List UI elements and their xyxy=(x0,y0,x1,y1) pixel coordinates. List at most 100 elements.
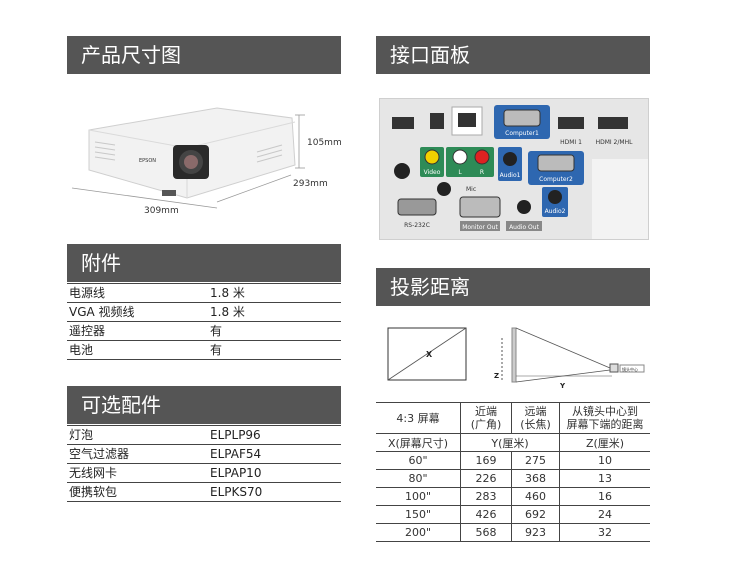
item-name: 空气过滤器 xyxy=(69,447,130,461)
item-name: 无线网卡 xyxy=(69,466,118,480)
label-hdmi1: HDMI 1 xyxy=(560,139,582,146)
label-video: Video xyxy=(424,169,441,176)
lan-port xyxy=(458,113,476,127)
col-ratio: 4:3 屏幕 xyxy=(376,402,461,434)
projector-illustration: EPSON xyxy=(71,107,305,209)
cell-near: 226 xyxy=(460,469,512,488)
hdmi2-port xyxy=(598,117,628,129)
label-hdmi2: HDMI 2/MHL xyxy=(596,139,634,146)
label-audio2: Audio2 xyxy=(545,208,566,215)
list-item: 电源线 1.8 米 xyxy=(67,284,341,303)
col-near: 近端 (广角) xyxy=(460,402,512,434)
cell-x: 200" xyxy=(376,523,461,542)
label-r: R xyxy=(480,169,484,176)
item-value: 有 xyxy=(210,343,223,357)
table-row: 150" 426 692 24 xyxy=(376,505,650,524)
table-units-row: X(屏幕尺寸) Y(厘米) Z(厘米) xyxy=(376,433,650,452)
item-value: 有 xyxy=(210,324,223,338)
item-name: 灯泡 xyxy=(69,428,94,442)
item-value: ELPLP96 xyxy=(210,428,261,442)
cell-z: 24 xyxy=(559,505,650,524)
cell-far: 275 xyxy=(511,451,560,470)
cell-z: 10 xyxy=(559,451,650,470)
label-audio1: Audio1 xyxy=(500,172,521,179)
cell-x: 80" xyxy=(376,469,461,488)
usb-a-port xyxy=(392,117,414,129)
throw-distance-header: 投影距离 xyxy=(376,268,650,306)
item-value: ELPKS70 xyxy=(210,485,263,499)
list-item: 便携软包 ELPKS70 xyxy=(67,483,341,502)
dimension-width: 309mm xyxy=(144,206,179,216)
computer1-port xyxy=(503,109,541,127)
label-mic: Mic xyxy=(466,186,476,193)
cell-x: 100" xyxy=(376,487,461,506)
cell-near: 169 xyxy=(460,451,512,470)
cell-x: 150" xyxy=(376,505,461,524)
cell-far: 692 xyxy=(511,505,560,524)
item-value: ELPAP10 xyxy=(210,466,262,480)
rs232c-port xyxy=(397,198,437,216)
list-item: 电池 有 xyxy=(67,341,341,360)
usb-b-port xyxy=(430,113,444,129)
item-name: VGA 视频线 xyxy=(69,305,135,319)
dimensions-header: 产品尺寸图 xyxy=(67,36,341,74)
cell-z: 16 xyxy=(559,487,650,506)
options-list: 灯泡 ELPLP96 空气过滤器 ELPAF54 无线网卡 ELPAP10 便携软包 E… xyxy=(67,425,341,502)
cell-near: 283 xyxy=(460,487,512,506)
item-name: 电源线 xyxy=(69,286,106,300)
dimension-depth: 293mm xyxy=(293,179,328,189)
list-item: 遥控器 有 xyxy=(67,322,341,341)
brand-label: EPSON xyxy=(139,158,156,164)
table-row: 200" 568 923 32 xyxy=(376,523,650,542)
ports-panel-illustration: Computer1 HDMI 1 HDMI 2/MHL Video L R Au… xyxy=(380,99,648,239)
cell-x: 60" xyxy=(376,451,461,470)
hdmi1-port xyxy=(558,117,584,129)
list-item: VGA 视频线 1.8 米 xyxy=(67,303,341,322)
dimension-height: 105mm xyxy=(307,138,342,148)
unit-y: Y(厘米) xyxy=(460,433,560,452)
accessories-header: 附件 xyxy=(67,244,341,282)
item-value: 1.8 米 xyxy=(210,305,245,319)
label-rs232c: RS-232C xyxy=(404,222,430,229)
item-value: 1.8 米 xyxy=(210,286,245,300)
monitor-out-port xyxy=(459,196,501,218)
label-audio-out: Audio Out xyxy=(509,224,539,231)
table-row: 60" 169 275 10 xyxy=(376,451,650,470)
unit-x: X(屏幕尺寸) xyxy=(376,433,461,452)
table-row: 100" 283 460 16 xyxy=(376,487,650,506)
unit-z: Z(厘米) xyxy=(559,433,650,452)
list-item: 空气过滤器 ELPAF54 xyxy=(67,445,341,464)
cell-far: 368 xyxy=(511,469,560,488)
cell-near: 426 xyxy=(460,505,512,524)
projector-dimension-image: EPSON xyxy=(67,90,347,230)
list-item: 灯泡 ELPLP96 xyxy=(67,426,341,445)
throw-diagram-illustration: X Z 镜头中心 Y xyxy=(387,327,645,390)
table-row: 80" 226 368 13 xyxy=(376,469,650,488)
col-offset: 从镜头中心到 屏幕下端的距离 xyxy=(559,402,650,434)
label-computer1: Computer1 xyxy=(505,130,539,137)
item-name: 电池 xyxy=(69,343,94,357)
label-l: L xyxy=(458,169,462,176)
throw-distance-table: 4:3 屏幕 近端 (广角) 远端 (长焦) 从镜头中心到 屏幕下端的距离 X(… xyxy=(376,402,650,542)
options-header: 可选配件 xyxy=(67,386,341,424)
label-lens-center: 镜头中心 xyxy=(622,366,638,372)
ports-panel-image: Computer1 HDMI 1 HDMI 2/MHL Video L R Au… xyxy=(379,98,649,240)
item-value: ELPAF54 xyxy=(210,447,262,461)
label-y: Y xyxy=(559,382,566,390)
col-far: 远端 (长焦) xyxy=(511,402,560,434)
cell-far: 923 xyxy=(511,523,560,542)
label-monitor-out: Monitor Out xyxy=(462,224,498,231)
cell-far: 460 xyxy=(511,487,560,506)
cell-z: 13 xyxy=(559,469,650,488)
item-name: 便携软包 xyxy=(69,485,118,499)
label-computer2: Computer2 xyxy=(539,176,573,183)
cell-near: 568 xyxy=(460,523,512,542)
computer2-port xyxy=(537,154,575,172)
item-name: 遥控器 xyxy=(69,324,106,338)
cell-z: 32 xyxy=(559,523,650,542)
list-item: 无线网卡 ELPAP10 xyxy=(67,464,341,483)
label-x: X xyxy=(426,350,433,359)
label-z: Z xyxy=(494,372,499,380)
throw-distance-diagram: X Z 镜头中心 Y xyxy=(376,318,650,396)
